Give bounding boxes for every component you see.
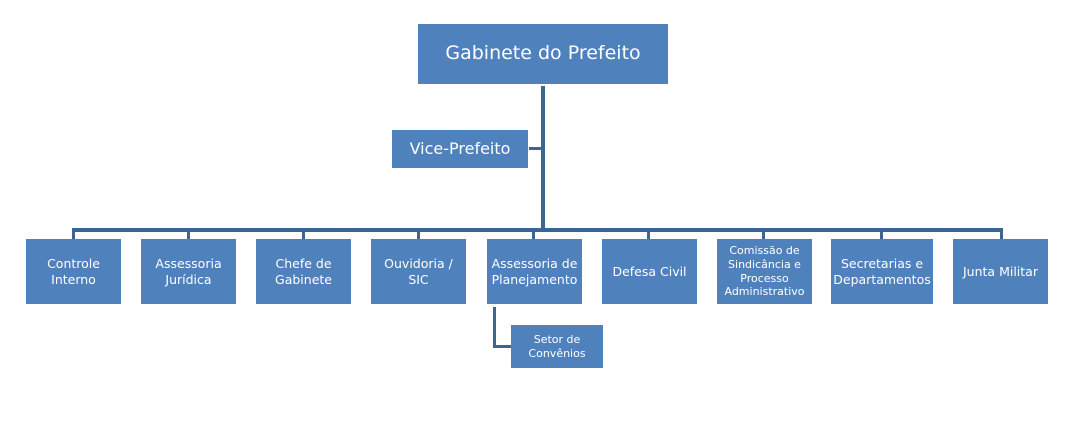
node-gabinete-do-prefeito: Gabinete do Prefeito bbox=[418, 24, 668, 84]
connector-drop-8 bbox=[880, 228, 883, 239]
node-assessoria-juridica: Assessoria Jurídica bbox=[141, 239, 236, 304]
connector-drop-1 bbox=[72, 228, 75, 239]
node-comissao-de-sindicancia: Comissão de Sindicância e Processo Admin… bbox=[717, 239, 812, 304]
node-secretarias-e-departamentos: Secretarias e Departamentos bbox=[831, 239, 933, 304]
node-ouvidoria-sic: Ouvidoria / SIC bbox=[371, 239, 466, 304]
connector-drop-5 bbox=[532, 228, 535, 239]
node-assessoria-de-planejamento: Assessoria de Planejamento bbox=[487, 239, 582, 304]
connector-drop-4 bbox=[417, 228, 420, 239]
connector-drop-9 bbox=[1000, 228, 1003, 239]
node-junta-militar: Junta Militar bbox=[953, 239, 1048, 304]
connector-drop-3 bbox=[302, 228, 305, 239]
connector-drop-7 bbox=[762, 228, 765, 239]
connector-drop-6 bbox=[647, 228, 650, 239]
connector-horizontal-bar bbox=[72, 228, 1003, 232]
connector-vice bbox=[529, 147, 543, 150]
connector-sub-vertical bbox=[493, 307, 496, 348]
node-controle-interno: Controle Interno bbox=[26, 239, 121, 304]
node-setor-de-convenios: Setor de Convênios bbox=[511, 325, 603, 368]
connector-drop-2 bbox=[187, 228, 190, 239]
node-vice-prefeito: Vice-Prefeito bbox=[392, 130, 528, 168]
node-chefe-de-gabinete: Chefe de Gabinete bbox=[256, 239, 351, 304]
connector-root-trunk bbox=[541, 86, 545, 229]
node-defesa-civil: Defesa Civil bbox=[602, 239, 697, 304]
connector-sub-horizontal bbox=[493, 345, 511, 348]
